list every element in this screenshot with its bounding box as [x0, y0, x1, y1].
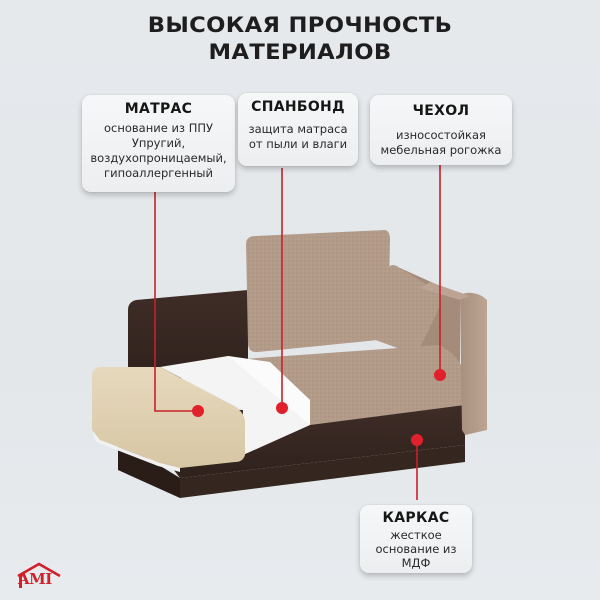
callout-heading: СПАНБОНД	[251, 99, 345, 115]
callout-line: основание из ППУ	[103, 121, 213, 135]
callout-body: защита матраса от пыли и влаги	[238, 122, 358, 152]
callout-line: мебельная рогожка	[380, 143, 502, 157]
callout-heading: КАРКАС	[382, 510, 450, 526]
callout-line: от пыли и влаги	[248, 137, 348, 151]
callout-matras: МАТРАС основание из ППУ Упругий, воздухо…	[82, 95, 235, 192]
karkas-marker	[411, 434, 423, 446]
callout-body: жесткое основание из МДФ	[360, 528, 472, 570]
title-line-2: МАТЕРИАЛОВ	[208, 40, 392, 64]
callout-line: воздухопроницаемый,	[90, 151, 227, 165]
house-roof-icon	[17, 562, 61, 588]
callout-line: износостойкая	[396, 128, 486, 142]
mattress-foam	[92, 367, 245, 468]
callout-line: основание из	[375, 542, 457, 556]
matras-leader	[154, 192, 198, 412]
callout-line: защита матраса	[248, 122, 348, 136]
callout-spanbond: СПАНБОНД защита матраса от пыли и влаги	[238, 93, 358, 166]
callout-body: основание из ППУ Упругий, воздухопроница…	[82, 121, 235, 181]
chehol-marker	[434, 369, 446, 381]
matras-marker	[192, 405, 204, 417]
brand-logo: AMI	[18, 570, 52, 588]
throw-pillow	[363, 265, 441, 354]
callout-heading: МАТРАС	[124, 101, 193, 117]
title-line-1: ВЫСОКАЯ ПРОЧНОСТЬ	[147, 13, 453, 37]
callout-karkas: КАРКАС жесткое основание из МДФ	[360, 505, 472, 573]
callout-line: жесткое	[390, 528, 442, 542]
callout-line: Упругий,	[131, 136, 186, 150]
callout-heading: ЧЕХОЛ	[412, 103, 470, 119]
callout-line: МДФ	[401, 556, 431, 570]
callout-chehol: ЧЕХОЛ износостойкая мебельная рогожка	[370, 95, 512, 165]
spanbond-marker	[276, 402, 288, 414]
page-title: ВЫСОКАЯ ПРОЧНОСТЬ МАТЕРИАЛОВ	[0, 12, 600, 66]
callout-line: гипоаллергенный	[104, 166, 213, 180]
armrest-front	[460, 292, 487, 435]
callout-body: износостойкая мебельная рогожка	[370, 128, 512, 158]
